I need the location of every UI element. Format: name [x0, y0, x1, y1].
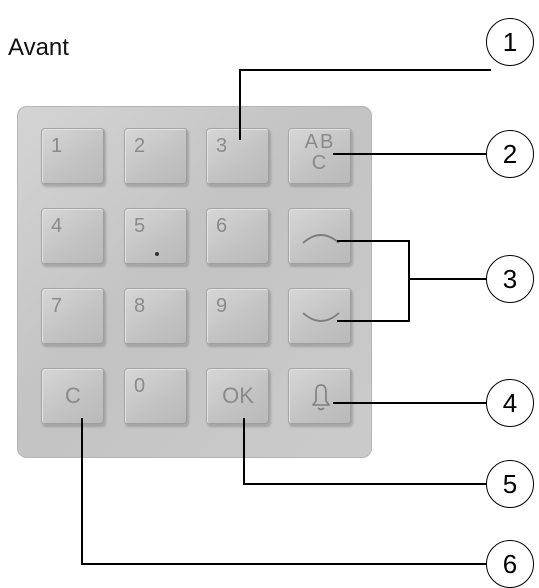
key-label: 8	[134, 295, 146, 317]
callout-line-1	[239, 69, 491, 71]
key-7[interactable]: 7	[41, 288, 105, 345]
callout-badge-3: 3	[486, 255, 534, 303]
callout-badge-6: 6	[486, 540, 534, 588]
callout-line-3	[337, 240, 410, 242]
callout-badge-5: 5	[486, 460, 534, 508]
callout-badge-2: 2	[486, 130, 534, 178]
tactile-dot	[155, 252, 159, 256]
key-5[interactable]: 5	[124, 208, 188, 265]
callout-line-5	[243, 483, 486, 485]
callout-line-5	[243, 418, 245, 485]
key-label: 5	[134, 215, 146, 237]
key-label: AB C	[304, 131, 336, 174]
callout-line-3	[337, 320, 410, 322]
key-label: 0	[134, 375, 146, 397]
callout-badge-1: 1	[486, 18, 534, 66]
page-title: Avant	[8, 34, 69, 61]
key-8[interactable]: 8	[124, 288, 188, 345]
callout-line-6	[81, 563, 486, 565]
key-0[interactable]: 0	[124, 368, 188, 425]
key-abc[interactable]: AB C	[288, 128, 352, 185]
callout-line-1	[239, 69, 241, 140]
key-label: C	[65, 383, 81, 408]
key-label: 6	[216, 215, 228, 237]
key-label: 1	[51, 135, 63, 157]
key-label: 4	[51, 215, 63, 237]
key-up[interactable]	[288, 208, 352, 265]
callout-badge-4: 4	[486, 379, 534, 427]
key-label: 7	[51, 295, 63, 317]
callout-line-4	[333, 402, 486, 404]
callout-line-3	[408, 240, 410, 322]
callout-line-2	[333, 153, 486, 155]
key-9[interactable]: 9	[206, 288, 270, 345]
key-down[interactable]	[288, 288, 352, 345]
key-label: 2	[134, 135, 146, 157]
key-3[interactable]: 3	[206, 128, 270, 185]
key-6[interactable]: 6	[206, 208, 270, 265]
keypad-panel: 1 2 3 AB C 4 5 6 7 8 9	[17, 106, 372, 458]
callout-line-3	[408, 278, 486, 280]
key-4[interactable]: 4	[41, 208, 105, 265]
key-label: OK	[222, 383, 254, 408]
key-1[interactable]: 1	[41, 128, 105, 185]
key-label: 3	[216, 135, 228, 157]
callout-line-6	[81, 418, 83, 565]
key-bell[interactable]	[288, 368, 352, 425]
key-c[interactable]: C	[41, 368, 105, 425]
key-2[interactable]: 2	[124, 128, 188, 185]
key-label: 9	[216, 295, 228, 317]
key-ok[interactable]: OK	[206, 368, 270, 425]
